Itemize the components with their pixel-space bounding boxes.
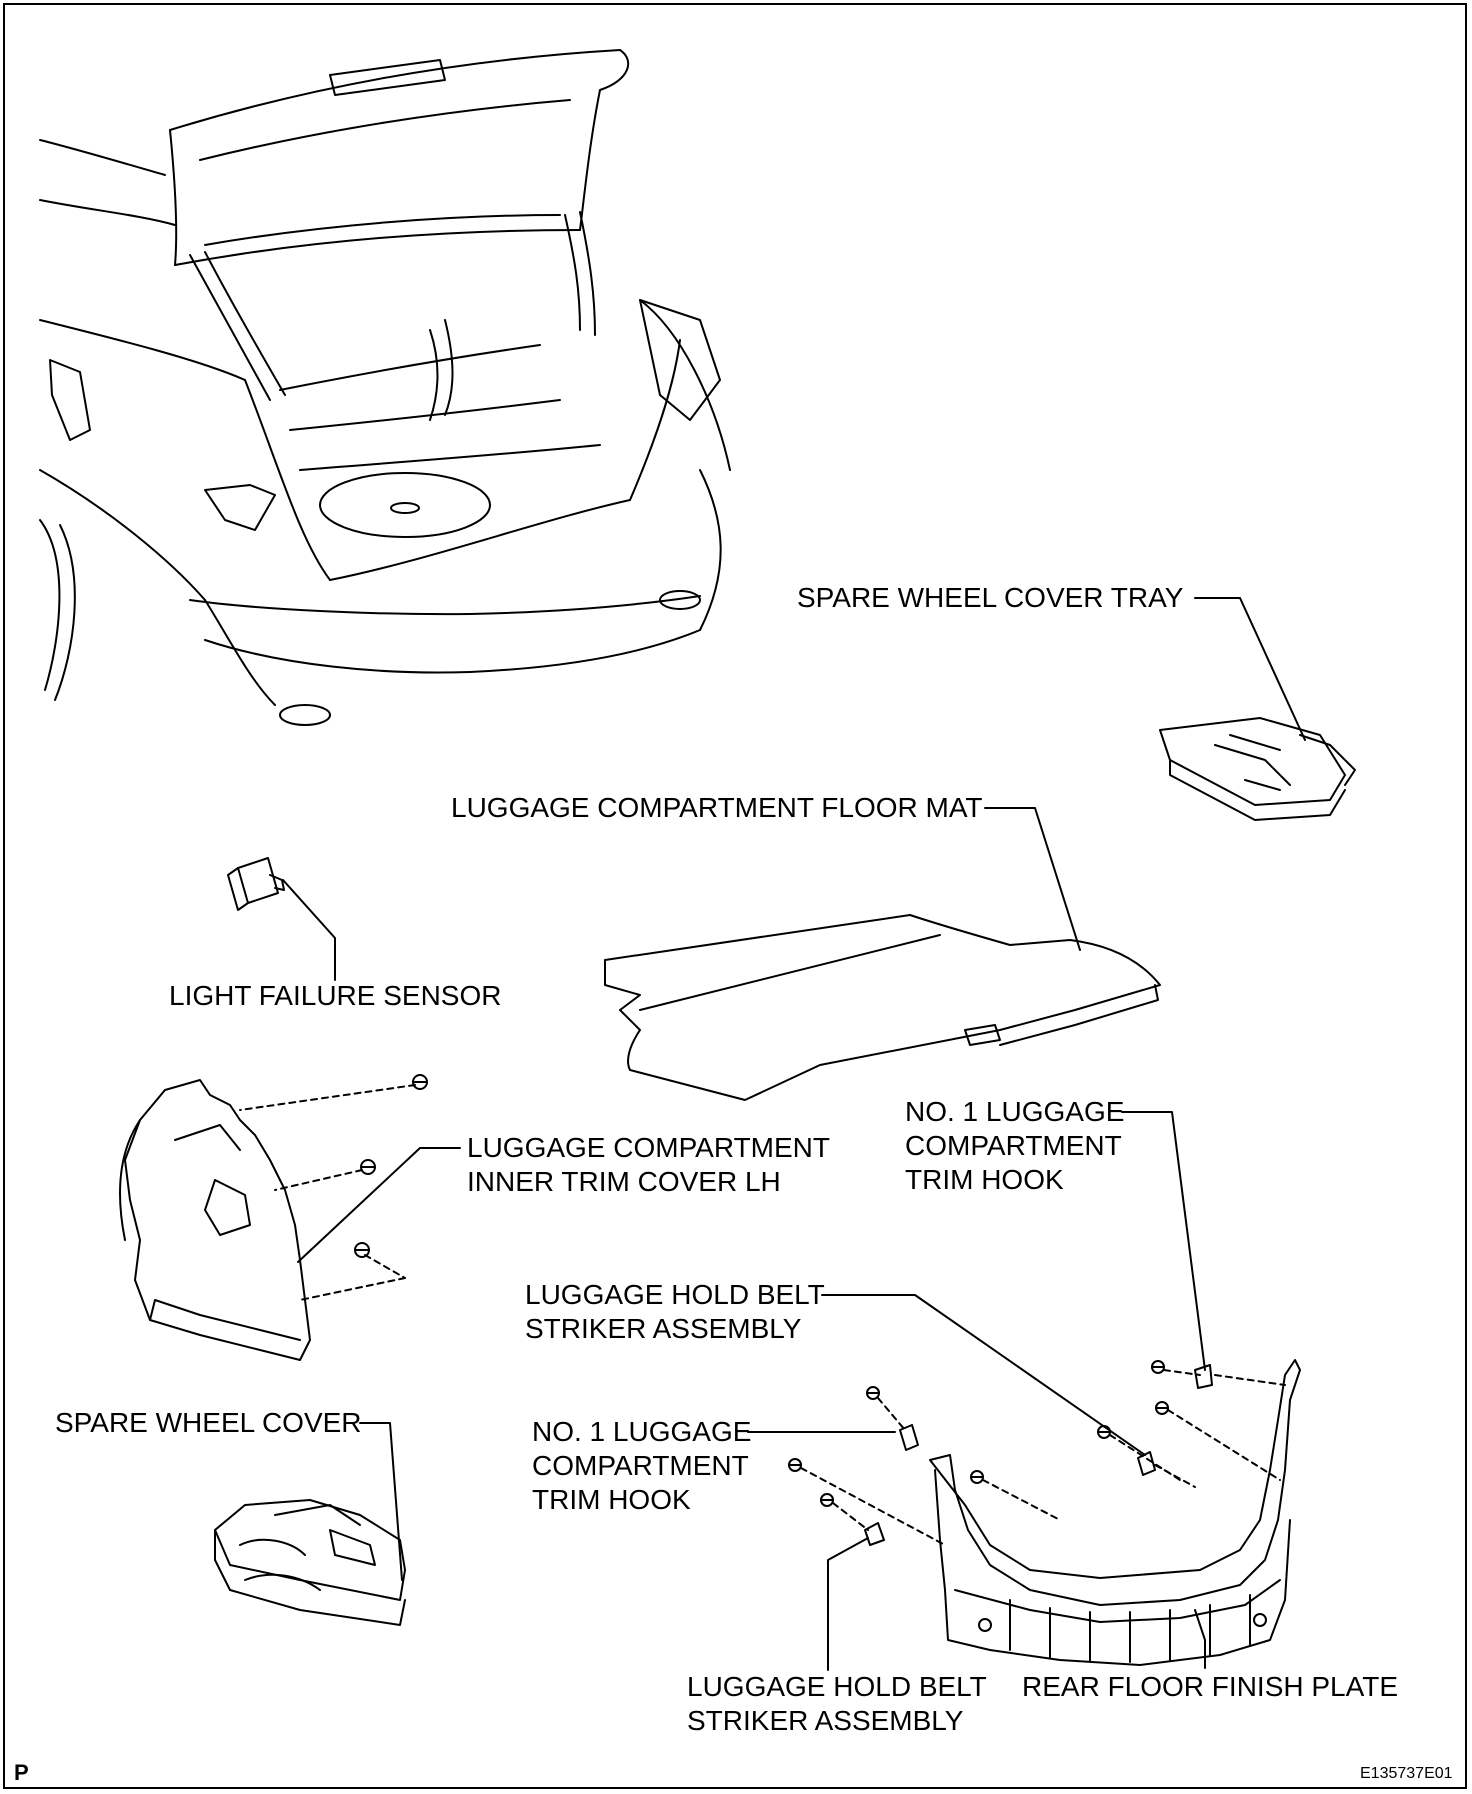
leader-inner-trim-cover: [297, 1147, 461, 1263]
label-line: TRIM HOOK: [532, 1484, 691, 1515]
dashed-install-lines-left: [239, 1084, 416, 1301]
corner-mark: P: [14, 1760, 29, 1785]
luggage-compartment-floor-mat-part: [604, 914, 1161, 1101]
diagram-frame: [3, 3, 1467, 1789]
bolt-fasteners-right: [788, 1360, 1169, 1507]
spare-wheel-cover-tray-part: [1159, 717, 1356, 821]
label-inner-trim-cover-lh: LUGGAGE COMPARTMENT INNER TRIM COVER LH: [467, 1131, 830, 1199]
leader-rear-floor-finish-plate: [1194, 1609, 1206, 1669]
label-line: INNER TRIM COVER LH: [467, 1166, 781, 1197]
car-illustration: [39, 49, 731, 726]
label-line: TRIM HOOK: [905, 1164, 1064, 1195]
leader-light-failure-sensor: [282, 879, 336, 981]
label-hold-belt-striker-upper: LUGGAGE HOLD BELT STRIKER ASSEMBLY: [525, 1278, 825, 1346]
label-line: COMPARTMENT: [532, 1450, 749, 1481]
label-line: STRIKER ASSEMBLY: [525, 1313, 802, 1344]
leader-floor-mat: [984, 807, 1081, 951]
label-line: LUGGAGE COMPARTMENT: [467, 1132, 831, 1163]
bolt-fasteners-left: [354, 1074, 428, 1258]
light-failure-sensor-part: [227, 857, 285, 911]
spare-wheel-cover-part: [214, 1499, 406, 1626]
label-line: LUGGAGE HOLD BELT: [687, 1671, 987, 1702]
hooks-and-strikers: [864, 1364, 1213, 1546]
rear-floor-finish-plate-part: [929, 1359, 1301, 1666]
label-floor-mat: LUGGAGE COMPARTMENT FLOOR MAT: [451, 792, 983, 823]
label-spare-wheel-cover-tray: SPARE WHEEL COVER TRAY: [797, 582, 1184, 613]
label-line: NO. 1 LUGGAGE: [532, 1416, 752, 1447]
label-rear-floor-finish-plate: REAR FLOOR FINISH PLATE: [1022, 1671, 1398, 1702]
figure-reference: E135737E01: [1360, 1765, 1453, 1782]
label-hold-belt-striker-lower: LUGGAGE HOLD BELT STRIKER ASSEMBLY: [687, 1670, 987, 1738]
dashed-install-lines-right: [800, 1369, 1286, 1546]
leader-trim-hook-upper: [1121, 1111, 1206, 1371]
label-line: NO. 1 LUGGAGE: [905, 1096, 1125, 1127]
label-spare-wheel-cover: SPARE WHEEL COVER: [55, 1407, 362, 1438]
label-trim-hook-lower: NO. 1 LUGGAGE COMPARTMENT TRIM HOOK: [532, 1415, 751, 1517]
label-trim-hook-upper: NO. 1 LUGGAGE COMPARTMENT TRIM HOOK: [905, 1095, 1124, 1197]
leader-spare-wheel-cover: [359, 1422, 403, 1581]
inner-trim-cover-lh-part: [119, 1079, 311, 1361]
label-line: LUGGAGE HOLD BELT: [525, 1279, 825, 1310]
label-light-failure-sensor: LIGHT FAILURE SENSOR: [169, 980, 502, 1011]
leader-hold-belt-striker-upper: [821, 1294, 1146, 1456]
leader-spare-wheel-cover-tray: [1194, 597, 1306, 741]
label-line: COMPARTMENT: [905, 1130, 1122, 1161]
leader-hold-belt-striker-lower: [827, 1537, 869, 1671]
label-line: STRIKER ASSEMBLY: [687, 1705, 964, 1736]
